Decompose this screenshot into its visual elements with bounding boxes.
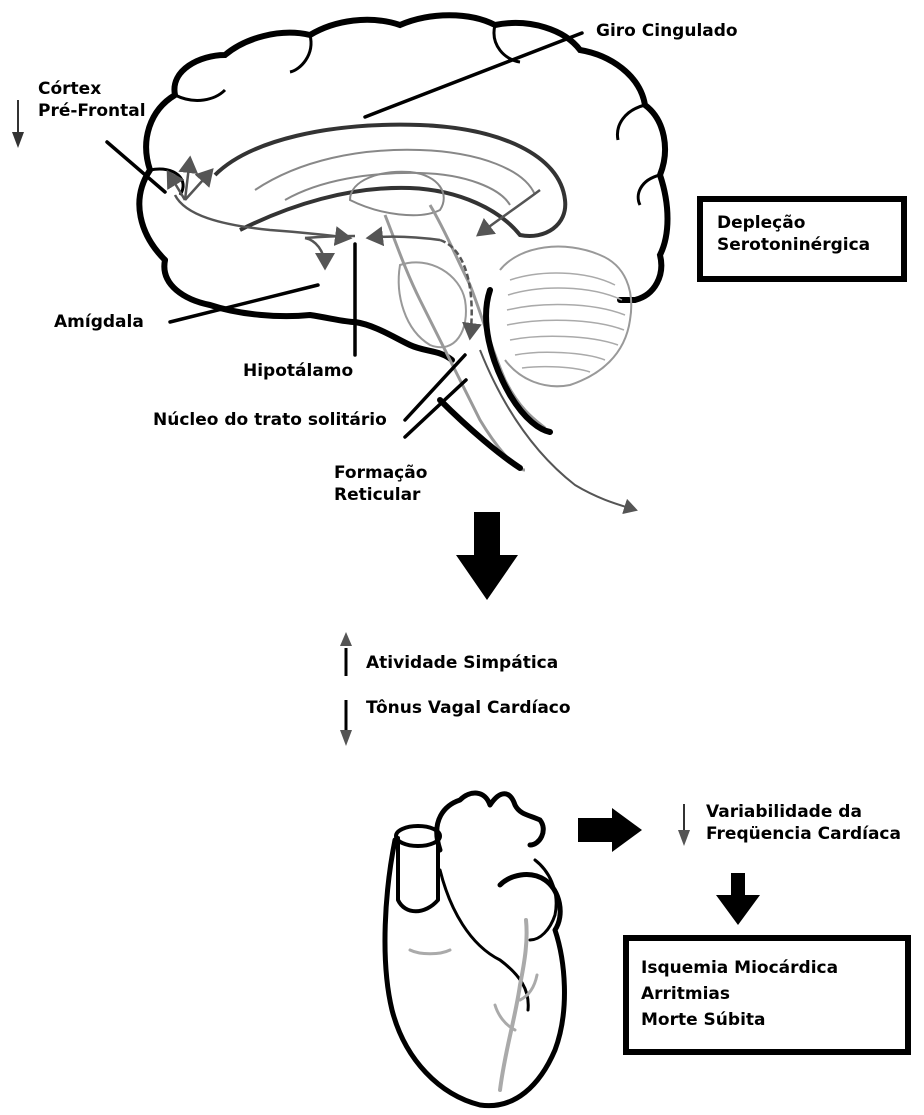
- label-tonus-vagal: Tônus Vagal Cardíaco: [366, 697, 571, 719]
- right-arrow-heart: [578, 808, 642, 852]
- label-variabilidade: Variabilidade da Freqüencia Cardíaca: [706, 801, 901, 845]
- brain-outline: [139, 15, 667, 300]
- label-formacao-reticular: Formação Reticular: [334, 462, 427, 506]
- deplecao-line2: Serotoninérgica: [717, 234, 901, 256]
- cerebellum-folia: [507, 273, 625, 372]
- leader-line-cortex: [107, 142, 165, 192]
- vessel-opening: [396, 826, 440, 846]
- cortex-down-indicator: [12, 100, 24, 148]
- label-nucleo: Núcleo do trato solitário: [153, 409, 387, 431]
- brain-sulcus: [617, 105, 645, 140]
- heart-outline: [385, 840, 564, 1106]
- big-down-arrow-brain: [456, 512, 518, 600]
- left-atrium: [530, 860, 556, 940]
- outcomes-box: Isquemia Miocárdica Arritmias Morte Súbi…: [623, 935, 911, 1055]
- outcome-item: Arritmias: [641, 981, 905, 1007]
- down-arrow-variabilidade: [716, 873, 760, 925]
- pathway-arrow: [175, 195, 350, 238]
- brain-illustration: [139, 15, 667, 510]
- pathway-arrow: [478, 190, 540, 235]
- label-atividade-simpatica: Atividade Simpática: [366, 652, 558, 674]
- brain-sulcus: [175, 90, 225, 100]
- label-giro-cingulado: Giro Cingulado: [596, 20, 738, 42]
- leader-line-giro: [365, 33, 582, 117]
- heart-illustration: [385, 793, 564, 1106]
- heart-chamber: [440, 870, 528, 1010]
- outcome-item: Morte Súbita: [641, 1007, 905, 1033]
- thalamus-outline: [350, 172, 444, 215]
- brain-sulcus: [494, 25, 520, 62]
- pathway-arrow: [305, 238, 325, 268]
- deplecao-box: Depleção Serotoninérgica: [697, 196, 907, 282]
- atividade-up-indicator: [340, 632, 352, 676]
- coronary-vessel: [500, 920, 527, 1090]
- variabilidade-down-indicator: [678, 804, 690, 846]
- brainstem-edge: [440, 400, 520, 468]
- label-amigdala: Amígdala: [54, 311, 144, 333]
- outcome-item: Isquemia Miocárdica: [641, 955, 905, 981]
- brain-sulcus: [290, 35, 311, 72]
- aorta-outline: [437, 793, 544, 850]
- cerebellum-outline: [500, 247, 631, 387]
- brainstem-edge: [486, 290, 550, 432]
- label-hipotalamo: Hipotálamo: [243, 360, 353, 382]
- label-cortex: Córtex Pré-Frontal: [38, 78, 146, 122]
- deplecao-line1: Depleção: [717, 212, 901, 234]
- heart-highlight: [410, 950, 450, 954]
- tonus-down-indicator: [340, 700, 352, 746]
- corpus-callosum-outline: [215, 125, 565, 236]
- brain-sulcus: [638, 175, 660, 205]
- pathway-arrow: [368, 237, 440, 240]
